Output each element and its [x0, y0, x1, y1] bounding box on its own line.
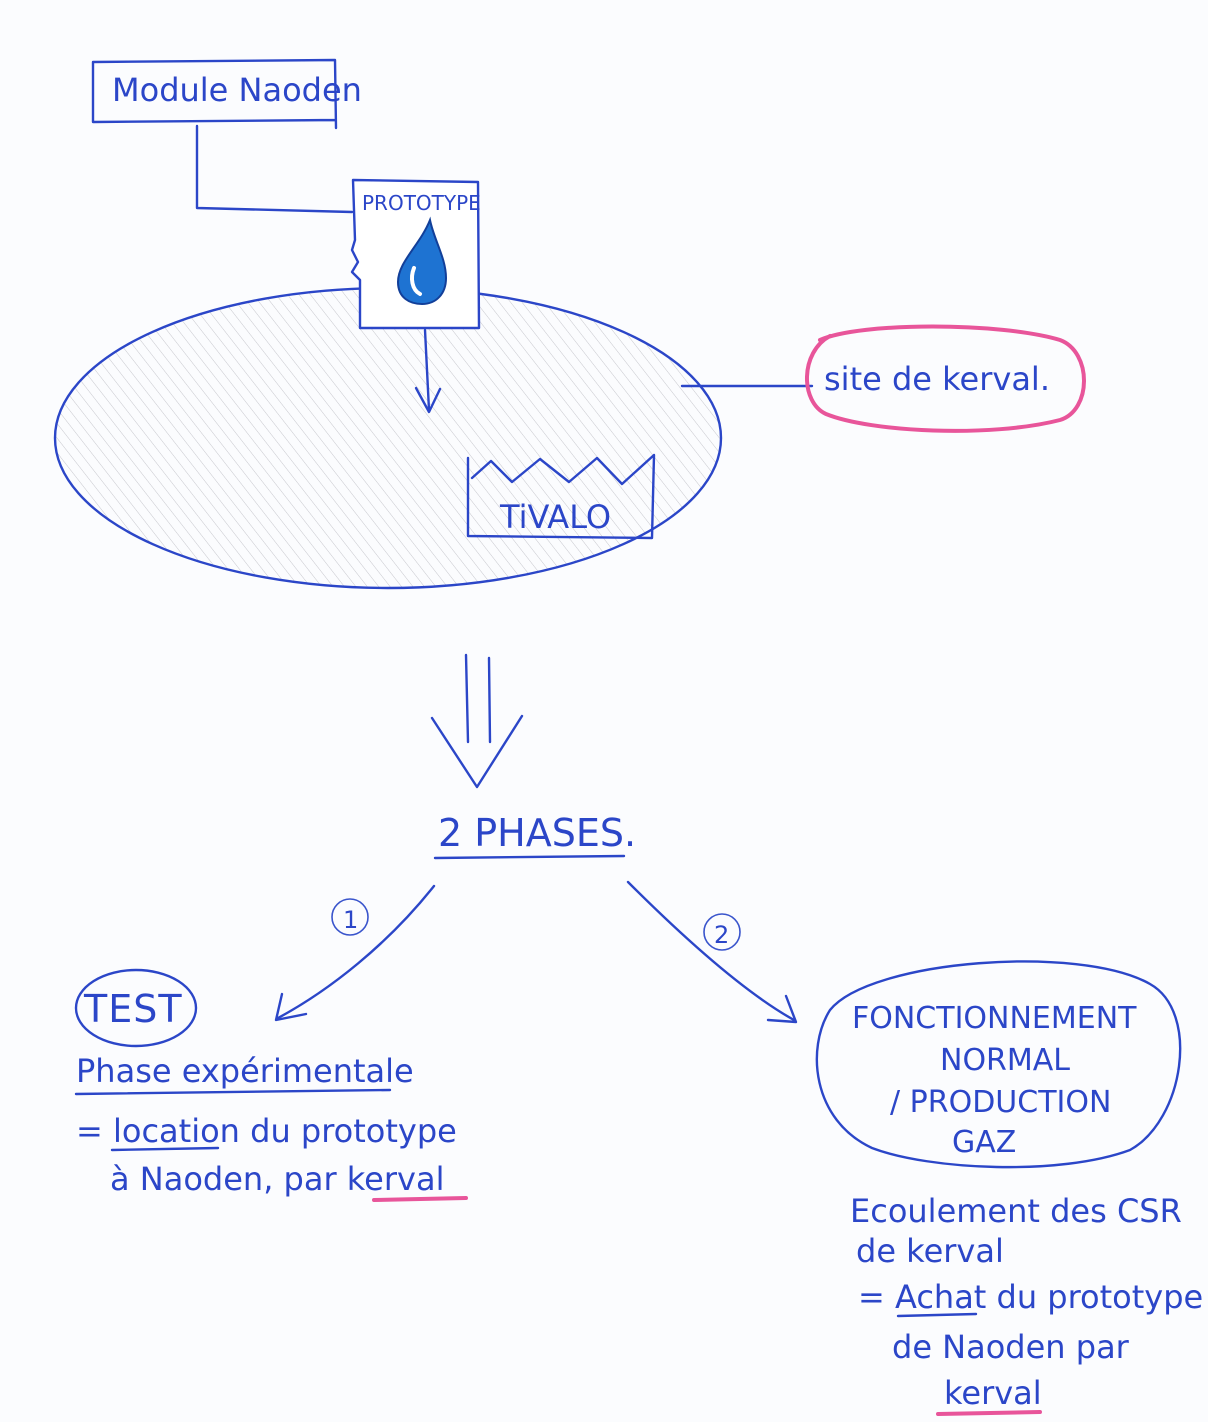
phase1-line2: à Naoden, par kerval	[110, 1160, 444, 1198]
phase1-kerval-highlight	[372, 1196, 468, 1202]
phase2-line3: = Achat du prototype	[858, 1278, 1203, 1316]
bubble-line2: NORMAL	[940, 1043, 1070, 1078]
module-to-prototype-connector	[195, 124, 354, 214]
phase2-number: 2	[714, 921, 729, 949]
bubble-line3: / PRODUCTION	[890, 1085, 1111, 1120]
test-badge-circle	[74, 968, 198, 1048]
phase1-line1: = location du prototype	[76, 1112, 457, 1150]
phase1-subtitle: Phase expérimentale	[76, 1052, 414, 1090]
prototype-to-site-arrow	[414, 328, 442, 414]
bubble-line1: FONCTIONNEMENT	[852, 1001, 1137, 1036]
phase1-number: 1	[343, 906, 358, 934]
prototype-node: PROTOTYPE	[350, 178, 481, 330]
water-drop-icon	[396, 216, 448, 306]
phase1-block: TEST Phase expérimentale = location du p…	[74, 968, 468, 1202]
site-highlight-circle	[805, 324, 1086, 433]
phase2-line4: de Naoden par	[892, 1328, 1130, 1366]
phases-title-node: 2 PHASES.	[433, 811, 636, 860]
production-bubble	[815, 960, 1182, 1169]
phase2-line1: Ecoulement des CSR	[850, 1192, 1182, 1230]
phase2-line5: kerval	[944, 1374, 1042, 1412]
phases-title: 2 PHASES.	[438, 811, 636, 855]
module-node: Module Naoden	[91, 58, 362, 130]
prototype-label: PROTOTYPE	[362, 191, 481, 215]
phase2-block: FONCTIONNEMENT NORMAL / PRODUCTION GAZ E…	[815, 960, 1203, 1416]
module-label: Module Naoden	[112, 71, 362, 109]
site-label: site de kerval.	[824, 360, 1050, 398]
phase2-kerval-highlight	[936, 1410, 1042, 1416]
tivalo-label: TiVALO	[499, 498, 611, 536]
implies-arrow	[430, 653, 524, 789]
site-label-node: site de kerval.	[805, 324, 1086, 433]
bubble-line4: GAZ	[952, 1125, 1016, 1160]
tivalo-node: TiVALO	[466, 453, 656, 540]
phase2-line2: de kerval	[856, 1232, 1004, 1270]
test-badge-label: TEST	[83, 987, 183, 1031]
phase1-arrow: 1	[274, 884, 436, 1022]
phase2-arrow: 2	[626, 880, 798, 1024]
